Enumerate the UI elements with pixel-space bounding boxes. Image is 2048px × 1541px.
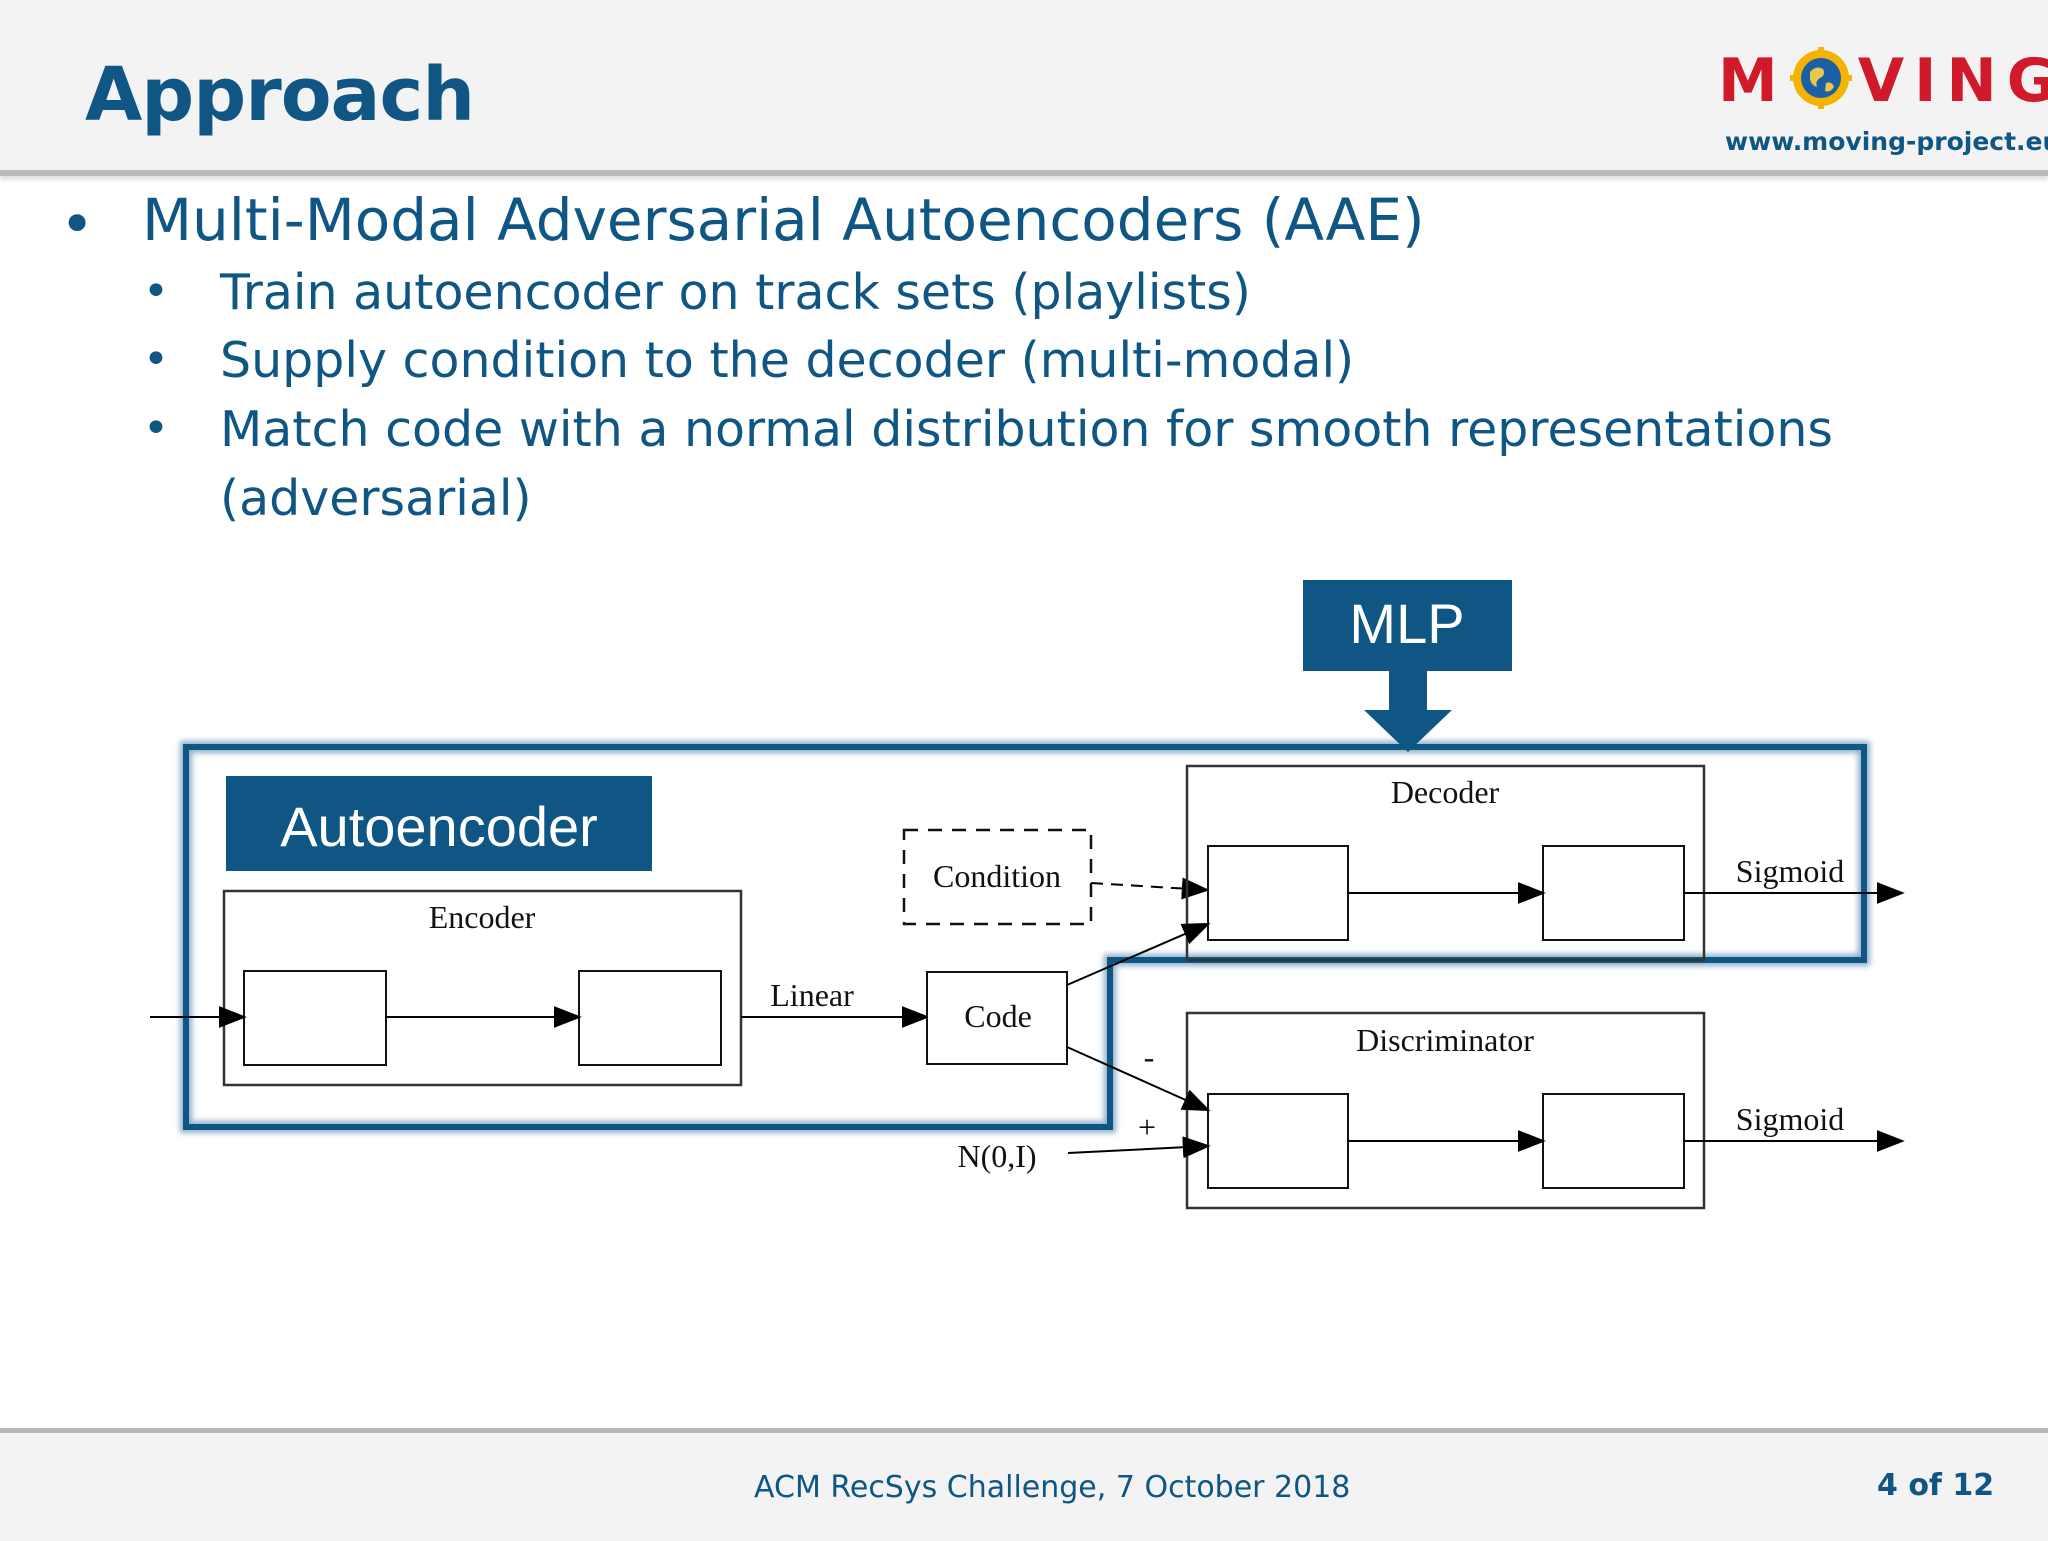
- discriminator-layer-2: [1542, 1093, 1685, 1189]
- code-to-discriminator-arrow: [1066, 1046, 1211, 1112]
- logo-text-part: VING: [1857, 46, 2048, 116]
- encoder-layer-1: [243, 970, 387, 1066]
- minus-sign: -: [1144, 1039, 1155, 1075]
- decoder-layer-1: [1207, 845, 1349, 941]
- sub-bullet: Train autoencoder on track sets (playlis…: [220, 264, 1251, 321]
- autoencoder-box: [226, 776, 652, 871]
- noise-to-discriminator-arrow: [1067, 1136, 1211, 1159]
- decoder-container: [1185, 764, 1706, 962]
- condition-arrow: [1090, 877, 1210, 900]
- condition-box: [902, 828, 1093, 926]
- bullet-dot: •: [143, 403, 169, 454]
- decoder-label: Decoder: [1391, 774, 1500, 810]
- moving-logo: M VING: [1718, 40, 2048, 120]
- slide-footer: [0, 1428, 2048, 1541]
- noise-label: N(0,I): [957, 1138, 1036, 1174]
- bullet-dot: •: [143, 266, 169, 317]
- plus-sign: +: [1138, 1109, 1156, 1145]
- sub-bullet: Supply condition to the decoder (multi-m…: [220, 332, 1355, 389]
- globe-gear-icon: [1790, 47, 1852, 109]
- sub-bullet: Match code with a normal distribution fo…: [220, 401, 1833, 458]
- slide-title: Approach: [85, 52, 475, 138]
- code-box: [926, 971, 1068, 1065]
- encoder-layer-2: [578, 970, 722, 1066]
- autoencoder-label: Autoencoder: [280, 795, 598, 858]
- encoder-container: [222, 889, 743, 1087]
- discriminator-sigmoid-label: Sigmoid: [1736, 1101, 1844, 1137]
- condition-label: Condition: [933, 858, 1061, 894]
- main-bullet: Multi-Modal Adversarial Autoencoders (AA…: [142, 186, 1425, 254]
- discriminator-layer-1: [1207, 1093, 1349, 1189]
- logo-text-part: M: [1718, 46, 1788, 116]
- code-label: Code: [964, 998, 1032, 1034]
- encoder-label: Encoder: [429, 899, 536, 935]
- slide-header: [0, 0, 2048, 176]
- mlp-label: MLP: [1349, 592, 1464, 655]
- mlp-down-arrow: [1364, 671, 1452, 752]
- bullet-dot: •: [60, 190, 95, 258]
- project-url: www.moving-project.eu: [1725, 127, 2048, 156]
- discriminator-label: Discriminator: [1356, 1022, 1534, 1058]
- sub-bullet-continuation: (adversarial): [220, 470, 532, 527]
- decoder-sigmoid-label: Sigmoid: [1736, 853, 1844, 889]
- highlight-outline: [183, 744, 1867, 1130]
- decoder-layer-2: [1542, 845, 1685, 941]
- mlp-box: [1303, 580, 1512, 671]
- footer-text: ACM RecSys Challenge, 7 October 2018: [754, 1470, 1351, 1505]
- bullet-dot: •: [143, 334, 169, 385]
- linear-label: Linear: [770, 977, 854, 1013]
- logo-text: M VING: [1718, 46, 2048, 116]
- code-to-decoder-arrow: [1066, 922, 1211, 986]
- page-number: 4 of 12: [1877, 1468, 1995, 1503]
